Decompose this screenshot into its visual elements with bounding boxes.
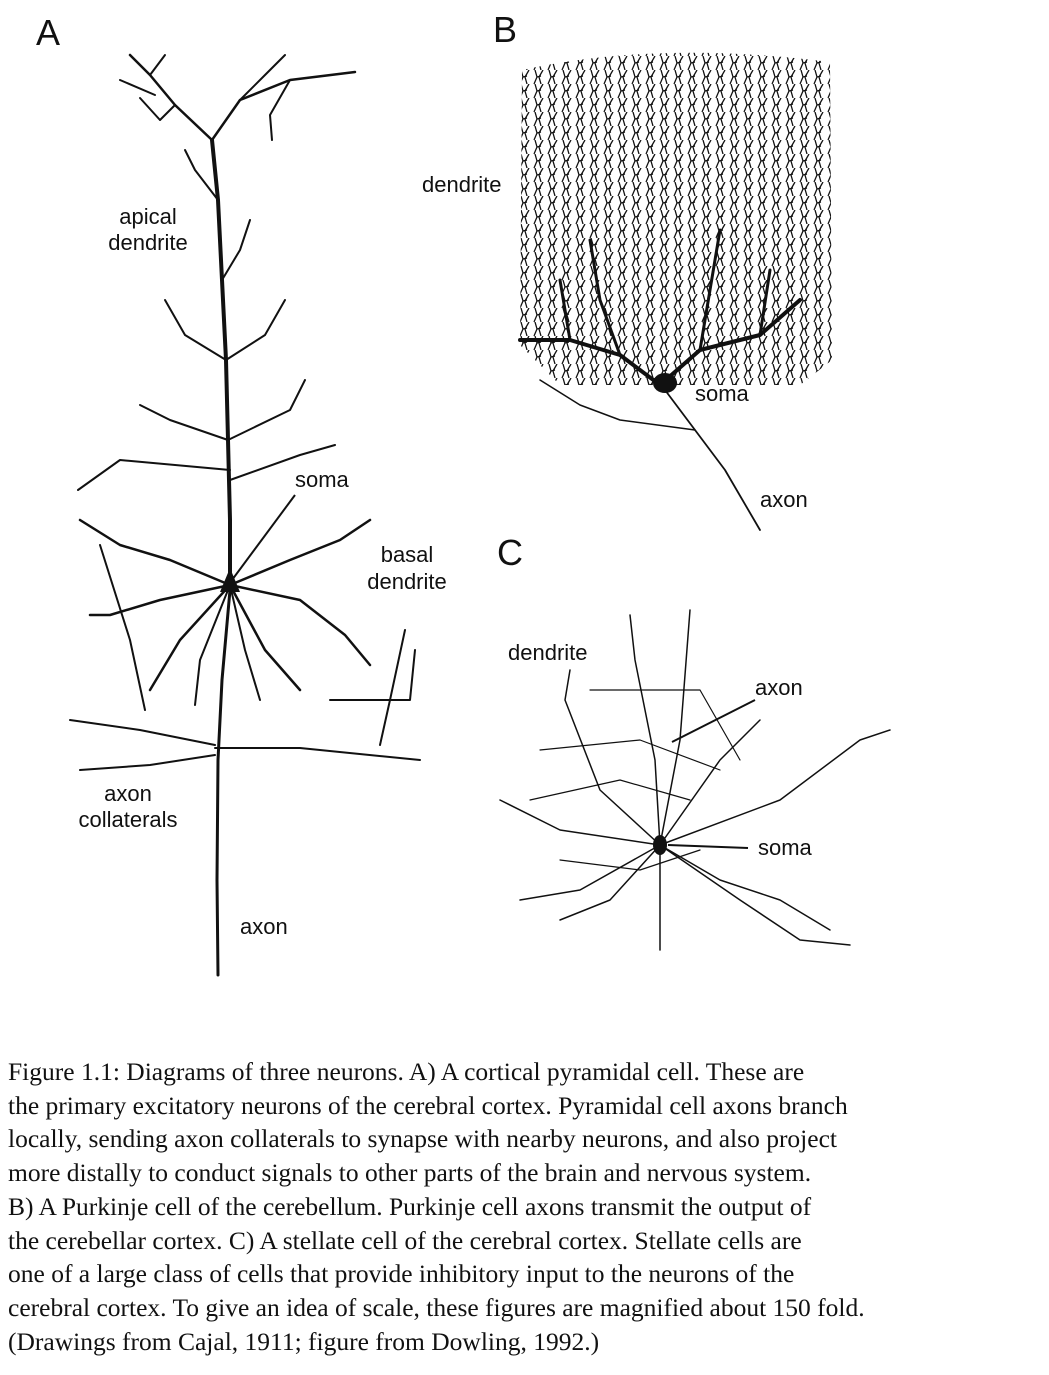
caption-line: cerebral cortex. To give an idea of scal…: [8, 1292, 865, 1322]
caption-line: (Drawings from Cajal, 1911; figure from …: [8, 1326, 600, 1356]
label-dendrite-b: dendrite: [422, 172, 502, 197]
caption-line: Figure 1.1: Diagrams of three neurons. A…: [8, 1057, 805, 1086]
caption-line: the primary excitatory neurons of the ce…: [8, 1090, 848, 1120]
soma-pointer-line: [231, 494, 296, 581]
label-apical-dendrite: dendrite: [108, 230, 188, 255]
pyramidal-soma: [220, 568, 240, 592]
label-basal: basal: [381, 542, 434, 567]
stellate-soma: [653, 835, 667, 855]
label-soma-c: soma: [758, 835, 813, 860]
label-axon-a: axon: [240, 914, 288, 939]
stellate-cell-drawing: [499, 609, 891, 951]
panel-a-letter: A: [36, 12, 60, 53]
label-basal-dendrite: dendrite: [367, 569, 447, 594]
label-axon-c: axon: [755, 675, 803, 700]
label-axon-collaterals-1: axon: [104, 781, 152, 806]
label-soma-b: soma: [695, 381, 750, 406]
caption-line: one of a large class of cells that provi…: [8, 1259, 795, 1289]
caption-line: locally, sending axon collaterals to syn…: [8, 1124, 837, 1154]
pyramidal-cell-drawing: [69, 53, 421, 977]
figure-caption: Figure 1.1: Diagrams of three neurons. A…: [8, 1055, 1032, 1358]
caption-line: more distally to conduct signals to othe…: [8, 1158, 812, 1188]
axon-pointer-line: [671, 699, 756, 743]
label-axon-collaterals-2: collaterals: [78, 807, 177, 832]
panel-b-letter: B: [493, 9, 517, 50]
label-apical: apical: [119, 204, 176, 229]
label-soma-a: soma: [295, 467, 350, 492]
neuron-figure: A apical dendrite soma basal dendrite ax…: [36, 9, 891, 977]
caption-line: the cerebellar cortex. C) A stellate cel…: [8, 1225, 802, 1255]
label-dendrite-c: dendrite: [508, 640, 588, 665]
soma-pointer-line-c: [667, 844, 749, 849]
caption-line: B) A Purkinje cell of the cerebellum. Pu…: [8, 1191, 812, 1221]
purkinje-cell-drawing: [518, 52, 832, 531]
panel-c-letter: C: [497, 532, 523, 573]
label-axon-b: axon: [760, 487, 808, 512]
purkinje-soma: [653, 373, 677, 393]
